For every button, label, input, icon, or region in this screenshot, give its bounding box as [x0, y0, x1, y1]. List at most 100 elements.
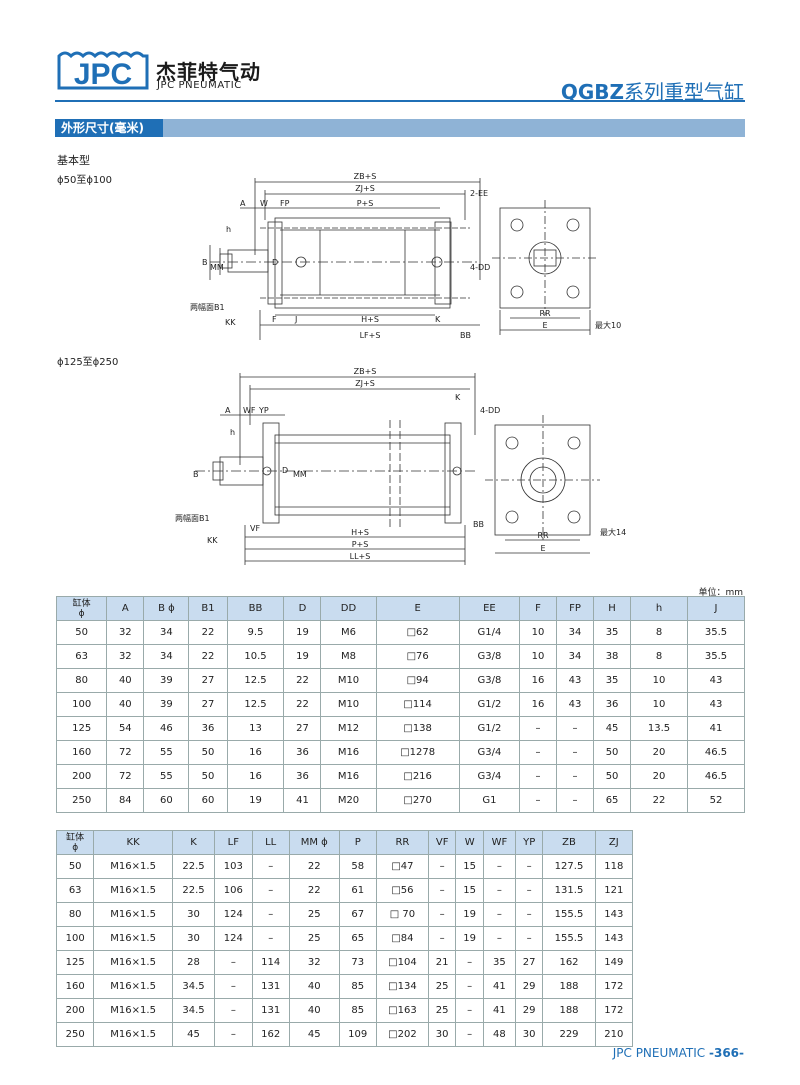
table-cell: 35.5 — [686, 620, 746, 645]
col-header: VF — [427, 830, 457, 855]
table-cell: – — [514, 926, 544, 951]
table-cell: □47 — [375, 854, 429, 879]
table-cell: 43 — [556, 692, 595, 717]
table-cell: 22 — [288, 878, 340, 903]
table-cell: 72 — [106, 764, 145, 789]
table-cell: 22 — [188, 644, 228, 669]
dim-max: 最大10 — [595, 320, 621, 330]
table-cell: – — [214, 974, 253, 999]
table-cell: 19 — [455, 926, 484, 951]
dim-ps: P+S — [352, 540, 369, 549]
table-cell: 50 — [593, 740, 632, 765]
page-header: JPC 杰菲特气动 JPC PNEUMATIC QGBZ系列重型气缸 — [0, 0, 800, 105]
table-cell: □114 — [375, 692, 460, 717]
dim-e: E — [542, 321, 547, 330]
table-cell: – — [251, 902, 290, 927]
table-cell: – — [556, 740, 595, 765]
table-cell: 35 — [593, 668, 632, 693]
table-cell: 45 — [593, 716, 632, 741]
dim-rr: RR — [539, 309, 551, 318]
table-cell: 55 — [143, 764, 190, 789]
bore-cell: 100 — [55, 926, 95, 951]
table-cell: G1/2 — [458, 716, 521, 741]
table-cell: □84 — [375, 926, 429, 951]
table-cell: 22 — [283, 692, 322, 717]
table-cell: 131.5 — [542, 878, 596, 903]
table-cell: 10 — [630, 668, 688, 693]
brand-name-cn: 杰菲特气动 — [156, 60, 261, 84]
table-cell: 30 — [514, 1022, 544, 1047]
table-cell: 106 — [214, 878, 253, 903]
dim-hs: H+S — [361, 315, 379, 324]
table-cell: 25 — [288, 902, 340, 927]
table-cell: M6 — [320, 620, 377, 645]
table-cell: 54 — [106, 716, 145, 741]
drawing-small-labels: ZB+S ZJ+S 2-EE A W FP P+S h B MM D 4-DD … — [190, 172, 621, 340]
dim-j: J — [294, 315, 297, 324]
table-cell: 41 — [283, 788, 322, 813]
table-cell: 188 — [542, 974, 596, 999]
table-cell: 210 — [594, 1022, 634, 1047]
table-cell: 65 — [593, 788, 632, 813]
table-cell: 30 — [171, 926, 216, 951]
dim-b1: 两幅面B1 — [190, 302, 225, 312]
col-header: ZB — [542, 830, 596, 855]
col-header: K — [171, 830, 216, 855]
table-cell: 65 — [338, 926, 377, 951]
bore-cell: 63 — [55, 878, 95, 903]
dim-kk: KK — [207, 536, 218, 545]
table-cell: 43 — [686, 692, 746, 717]
drawing-range-large: ϕ125至ϕ250 — [57, 357, 119, 368]
table-cell: 20 — [630, 764, 688, 789]
dim-hs: H+S — [351, 528, 369, 537]
table-cell: 12.5 — [226, 668, 285, 693]
table-cell: – — [251, 878, 290, 903]
col-header: B1 — [188, 596, 228, 621]
table-cell: 149 — [594, 950, 634, 975]
table-cell: 50 — [188, 764, 228, 789]
table-cell: 162 — [542, 950, 596, 975]
table-cell: 35 — [482, 950, 516, 975]
dim-zj: ZJ+S — [355, 184, 375, 193]
col-header: ZJ — [594, 830, 634, 855]
table-cell: 124 — [214, 926, 253, 951]
table-cell: 13.5 — [630, 716, 688, 741]
table-cell: 25 — [427, 974, 457, 999]
table-cell: G3/8 — [458, 668, 521, 693]
drawing-range-small: ϕ50至ϕ100 — [57, 175, 113, 186]
table-cell: 34 — [143, 620, 190, 645]
dim-yp: YP — [258, 406, 269, 415]
dim-ps: P+S — [357, 199, 374, 208]
dim-ll: LL+S — [350, 552, 371, 561]
table-cell: 72 — [106, 740, 145, 765]
table-cell: 61 — [338, 878, 377, 903]
col-header: D — [283, 596, 322, 621]
table-cell: 46 — [143, 716, 190, 741]
table-cell: M16×1.5 — [93, 854, 173, 879]
table-cell: □134 — [375, 974, 429, 999]
table-cell: 16 — [519, 692, 558, 717]
table-cell: M12 — [320, 716, 377, 741]
table-cell: 60 — [188, 788, 228, 813]
table-cell: 48 — [482, 1022, 516, 1047]
col-header: F — [519, 596, 558, 621]
table-cell: – — [455, 998, 484, 1023]
bore-cell: 50 — [55, 854, 95, 879]
table-cell: G1/2 — [458, 692, 521, 717]
dim-w: W — [260, 199, 268, 208]
bore-cell: 250 — [55, 1022, 95, 1047]
table-cell: M16×1.5 — [93, 974, 173, 999]
table-cell: 35.5 — [686, 644, 746, 669]
dim-b1: 两幅面B1 — [175, 513, 210, 523]
table-cell: M16 — [320, 740, 377, 765]
bore-cell: 125 — [55, 716, 108, 741]
bore-cell: 200 — [55, 764, 108, 789]
